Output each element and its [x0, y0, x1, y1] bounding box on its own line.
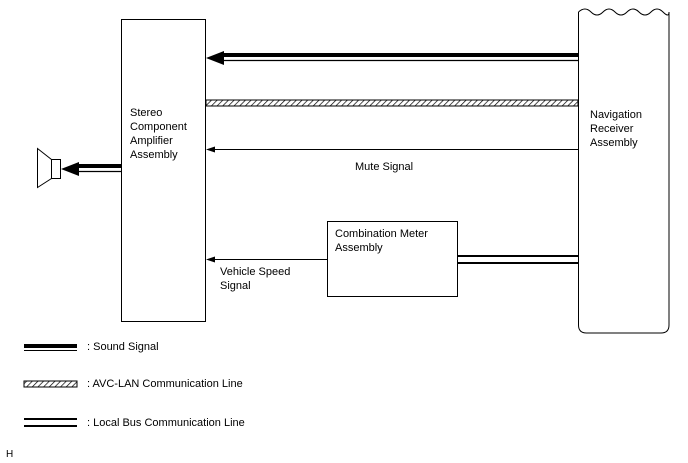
meter-label: Combination Meter Assembly: [335, 228, 428, 254]
footer-code: H: [6, 449, 14, 460]
speaker-sound-line: [61, 162, 121, 176]
sound-signal-line: [206, 51, 578, 65]
vehicle-speed-signal-label: Vehicle Speed Signal: [220, 266, 291, 292]
vehicle-speed-signal-line: [206, 256, 327, 263]
navigation-label: Navigation Receiver Assembly: [590, 109, 642, 149]
legend-avc-lan-swatch: [23, 380, 78, 388]
legend-local-bus-label: : Local Bus Communication Line: [87, 417, 245, 429]
speaker-icon: [37, 147, 61, 189]
legend-local-bus-swatch: [24, 418, 77, 427]
amplifier-box: [121, 19, 206, 322]
meter-box: [327, 221, 458, 297]
mute-signal-line: [206, 146, 578, 153]
local-bus-line: [458, 255, 578, 264]
speaker-arrowhead: [61, 162, 79, 176]
sound-signal-arrowhead: [206, 51, 224, 65]
mute-signal-arrowhead: [206, 146, 215, 153]
legend-avc-lan-label: : AVC-LAN Communication Line: [87, 378, 243, 390]
navigation-box-torn-edge: [578, 8, 670, 16]
legend-sound-swatch: [24, 344, 77, 351]
avc-lan-line: [205, 99, 579, 107]
legend-sound-label: : Sound Signal: [87, 341, 159, 353]
vehicle-speed-arrowhead: [206, 256, 215, 263]
mute-signal-label: Mute Signal: [355, 161, 414, 173]
amplifier-label: Stereo Component Amplifier Assembly: [130, 107, 187, 161]
navigation-box: [578, 12, 670, 334]
